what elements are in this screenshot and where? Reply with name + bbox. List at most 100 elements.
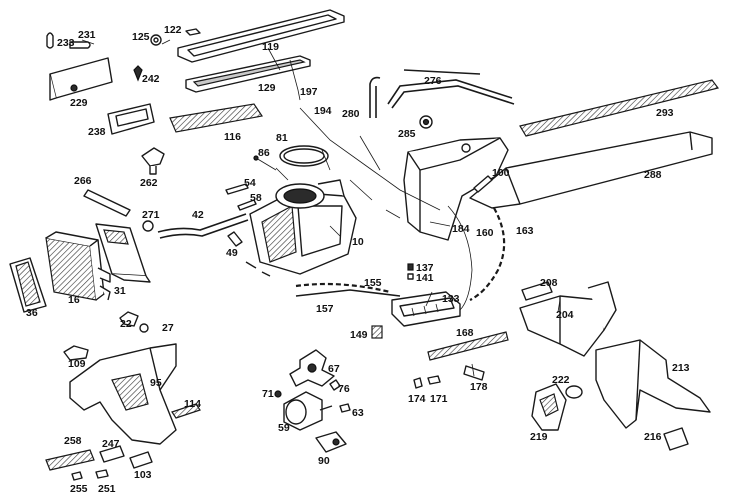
bracket-103 [129, 451, 153, 469]
hose-42 [157, 213, 249, 239]
ring-271 [142, 220, 154, 232]
callout-238: 238 [88, 126, 106, 138]
rod-266 [83, 189, 131, 217]
control-unit-133 [391, 291, 461, 327]
callout-184: 184 [452, 223, 470, 235]
cable-160 [447, 205, 473, 311]
callout-141: 141 [416, 272, 434, 284]
knob-149 [371, 325, 383, 339]
callout-171: 171 [430, 393, 448, 405]
screw-137 [407, 263, 414, 271]
callout-155: 155 [364, 277, 382, 289]
filter-pad-116 [169, 103, 264, 133]
callout-258: 258 [64, 435, 82, 447]
callout-231: 231 [78, 29, 96, 41]
callout-86: 86 [258, 147, 270, 159]
callout-31: 31 [114, 285, 126, 297]
heater-core-16 [45, 231, 111, 301]
callout-160: 160 [476, 227, 494, 239]
callout-216: 216 [644, 431, 662, 443]
defroster-duct-119 [177, 9, 345, 63]
callout-95: 95 [150, 377, 162, 389]
callout-157: 157 [316, 303, 334, 315]
leader-lines [81, 39, 561, 377]
callout-271: 271 [142, 209, 160, 221]
callout-125: 125 [132, 31, 150, 43]
block-216 [663, 427, 689, 451]
callout-168: 168 [456, 327, 474, 339]
dash-panel-288 [469, 131, 713, 209]
callout-247: 247 [102, 438, 120, 450]
callout-137: 137 [416, 262, 434, 274]
floor-duct-213 [595, 339, 711, 429]
callout-22: 22 [120, 318, 132, 330]
lever-100 [473, 175, 493, 193]
grommet-125 [150, 34, 162, 46]
duct-219 [531, 383, 567, 431]
callout-276: 276 [424, 75, 442, 87]
callout-114: 114 [184, 398, 201, 410]
frame-238 [107, 103, 155, 135]
ring-81 [279, 145, 329, 167]
callout-174: 174 [408, 393, 426, 405]
clip-58 [237, 199, 257, 211]
callout-10: 10 [352, 236, 364, 248]
callout-129: 129 [258, 82, 276, 94]
callout-63: 63 [352, 407, 364, 419]
callout-149: 149 [350, 329, 368, 341]
callout-81: 81 [276, 132, 288, 144]
bezel-168 [427, 331, 509, 361]
callout-219: 219 [530, 431, 548, 443]
callout-251: 251 [98, 483, 116, 495]
screw-27 [139, 323, 149, 333]
callout-100: 100 [492, 167, 510, 179]
callout-262: 262 [140, 177, 158, 189]
hose-276 [387, 69, 515, 109]
pad-114 [171, 403, 201, 419]
clip-54 [225, 183, 249, 195]
plug-49 [227, 231, 243, 247]
callout-133: 133 [442, 293, 460, 305]
duct-129 [185, 55, 311, 93]
callout-293: 293 [656, 107, 674, 119]
trim-strip-293 [519, 79, 720, 137]
cable-157 [295, 282, 391, 294]
callout-58: 58 [250, 192, 262, 204]
callout-71: 71 [262, 388, 274, 400]
clip-174 [413, 377, 423, 389]
callout-90: 90 [318, 455, 330, 467]
screw-71 [274, 390, 282, 398]
clip-76 [329, 379, 341, 391]
callout-242: 242 [142, 73, 160, 85]
callout-27: 27 [162, 322, 174, 334]
grommet-285 [419, 115, 433, 129]
callout-204: 204 [556, 309, 574, 321]
hose-258 [45, 449, 95, 471]
callout-109: 109 [68, 358, 86, 370]
clip-122 [185, 28, 201, 36]
callout-119: 119 [262, 41, 279, 53]
clip-208 [521, 281, 553, 301]
callout-208: 208 [540, 277, 558, 289]
nut-141 [407, 273, 414, 280]
callout-76: 76 [338, 383, 350, 395]
callout-266: 266 [74, 175, 92, 187]
callout-labels: 233 231 122 125 119 242 229 129 197 276 … [26, 24, 690, 495]
cable-155 [295, 289, 401, 297]
callout-288: 288 [644, 169, 662, 181]
hose-280 [369, 76, 381, 118]
clip-171 [427, 375, 441, 385]
callout-103: 103 [134, 469, 152, 481]
motor-59 [283, 391, 333, 431]
clamp-22 [119, 311, 139, 327]
callout-16: 16 [68, 294, 80, 306]
cable-86 [253, 155, 277, 171]
callout-54: 54 [244, 177, 256, 189]
clip-109 [63, 345, 89, 361]
callout-163: 163 [516, 225, 534, 237]
resistor-90 [315, 431, 347, 453]
callout-285: 285 [398, 128, 416, 140]
callout-59: 59 [278, 422, 290, 434]
callout-49: 49 [226, 247, 238, 259]
